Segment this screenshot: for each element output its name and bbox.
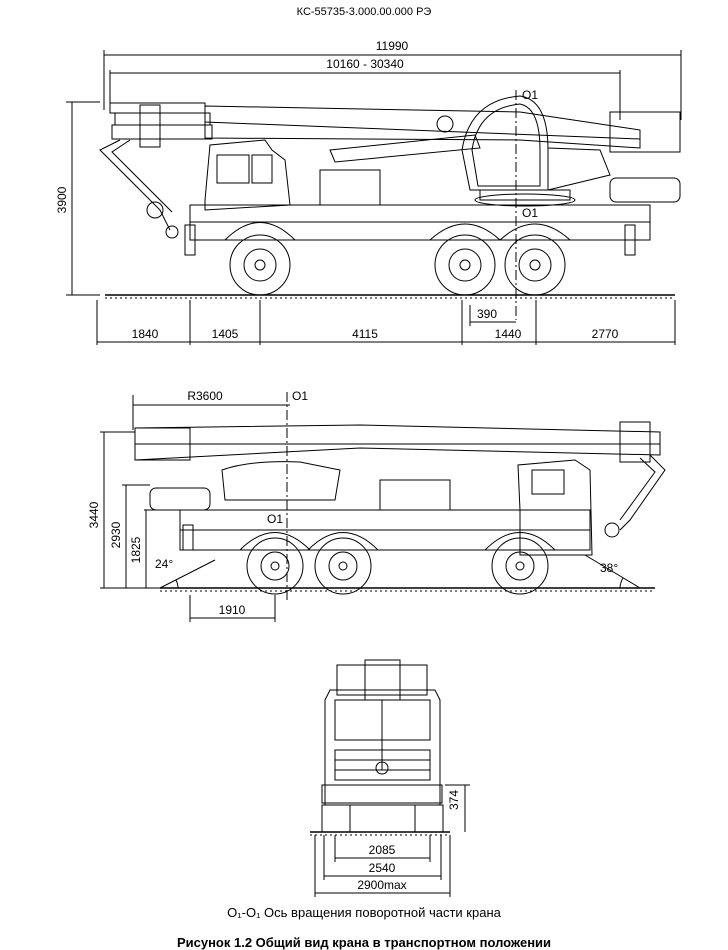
- document-header: КС-55735-3.000.00.000 РЭ: [296, 6, 432, 18]
- dim-height-1825: 1825: [129, 536, 143, 563]
- angle-front: 38°: [600, 561, 618, 575]
- rear-side-view: [100, 392, 666, 622]
- dim-bottom-1: 1840: [132, 327, 159, 341]
- side-view: [66, 50, 682, 345]
- dim-boom-range: 10160 - 30340: [326, 57, 404, 71]
- dim-radius: R3600: [187, 389, 223, 403]
- dim-bottom-3: 4115: [352, 327, 378, 341]
- dim-width-2085: 2085: [369, 843, 396, 857]
- dim-offset: 390: [477, 307, 497, 321]
- dim-clearance: 374: [447, 790, 461, 810]
- dim-width-2900: 2900max: [357, 878, 406, 892]
- axis-label-top: O1: [522, 88, 538, 102]
- dim-width-2540: 2540: [369, 861, 396, 875]
- dim-bottom-4: 1440: [495, 327, 522, 341]
- axis-label-mid-low: O1: [267, 512, 283, 526]
- dim-overall-length: 11990: [376, 39, 409, 53]
- dim-height-3440: 3440: [87, 501, 101, 528]
- dim-bottom-2: 1405: [212, 327, 239, 341]
- dim-bottom-5: 2770: [592, 327, 619, 341]
- dim-1910: 1910: [219, 603, 246, 617]
- axis-label-mid: O1: [522, 206, 538, 220]
- dim-height: 3900: [55, 186, 69, 213]
- figure-caption: Рисунок 1.2 Общий вид крана в транспортн…: [176, 935, 552, 950]
- axis-label-mid-top: O1: [292, 389, 308, 403]
- axis-legend: O₁-O₁ Ось вращения поворотной части кран…: [227, 905, 501, 920]
- front-view: [310, 659, 470, 897]
- angle-rear: 24°: [155, 557, 173, 571]
- dim-height-2930: 2930: [109, 521, 123, 548]
